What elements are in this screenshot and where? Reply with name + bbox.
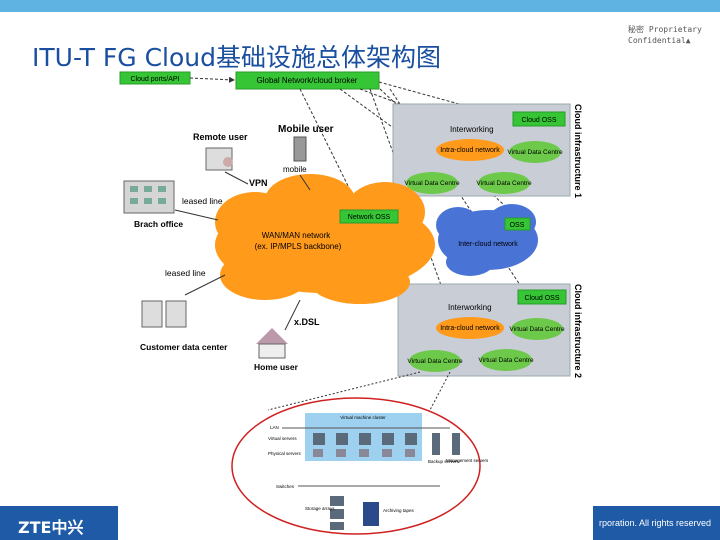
- server-rack-row: [313, 433, 460, 457]
- mobile-label: mobile: [283, 165, 307, 174]
- broker-box: [235, 71, 380, 90]
- confidential-mark: 秘密 Proprietary Confidential▲: [628, 24, 702, 46]
- infra2-intra-label: Intra-cloud network: [440, 325, 500, 332]
- infra1-interworking: Interworking: [450, 125, 494, 134]
- physical-servers-label: Physical servers: [268, 451, 302, 456]
- infra1-vdc-3-label: Virtual Data Centre: [476, 180, 532, 187]
- infra2-side-label: Cloud infrastructure 2: [573, 284, 583, 378]
- infra1-oss-label: Cloud OSS: [521, 117, 556, 124]
- zte-logo: ZTE中兴: [18, 518, 84, 537]
- customer-to-wan-line: [184, 274, 226, 296]
- inter-cloud-label: Inter-cloud network: [458, 241, 518, 248]
- remote-user-icon: [205, 147, 233, 171]
- mobile-user-label: Mobile user: [278, 124, 334, 135]
- detail-link-2: [429, 371, 451, 411]
- wan-label-1: WAN/MAN network: [262, 231, 332, 240]
- infra2-vdc-2: [409, 350, 461, 372]
- archiving-tape-icon: [363, 502, 379, 526]
- infra1-vdc-1-label: Virtual Data Centre: [507, 149, 563, 156]
- switches-label: Switches: [276, 484, 295, 489]
- backup-servers-label: Backup servers: [428, 459, 460, 464]
- branch-office-icon: [123, 180, 175, 214]
- copyright-text: rporation. All rights reserved: [599, 518, 712, 528]
- inter-oss-box: [504, 217, 531, 231]
- confidential-line-2: Confidential▲: [628, 36, 691, 45]
- infra1-side-label: Cloud infrastructure 1: [573, 104, 583, 198]
- mgmt-servers-label: Management servers: [446, 458, 489, 463]
- confidential-line-1: 秘密 Proprietary: [628, 25, 702, 34]
- ports-to-broker-arrow: [189, 76, 235, 83]
- vpn-label: VPN: [249, 178, 268, 188]
- home-user-label: Home user: [254, 362, 299, 372]
- network-oss-label: Network OSS: [348, 214, 391, 221]
- infra2-vdc-1-label: Virtual Data Centre: [509, 326, 565, 333]
- home-icon: [256, 328, 288, 359]
- infra2-vdc-3-label: Virtual Data Centre: [478, 357, 534, 364]
- infra1-vdc-2: [406, 172, 458, 194]
- footer-copyright-bar: rporation. All rights reserved: [593, 506, 720, 540]
- broker-link-7: [378, 81, 511, 119]
- wan-label-2: (ex. IP/MPLS backbone): [255, 242, 342, 251]
- branch-to-wan-line: [174, 209, 219, 221]
- inter-cloud-network: [436, 204, 538, 276]
- inter-oss-label: OSS: [510, 222, 525, 229]
- mobile-to-wan-line: [299, 174, 311, 191]
- page-title: ITU-T FG Cloud基础设施总体架构图: [32, 43, 441, 72]
- infra1-oss-box: [512, 111, 566, 127]
- network-oss-box: [339, 209, 399, 224]
- infra2-intra-cloud: [436, 317, 504, 339]
- infra2-vdc-2-label: Virtual Data Centre: [407, 358, 463, 365]
- infra1-vdc-3: [478, 172, 530, 194]
- infra2-oss-label: Cloud OSS: [524, 295, 559, 302]
- storage-array-icon: [330, 496, 344, 530]
- infra1-intra-label: Intra-cloud network: [440, 147, 500, 154]
- mobile-phone-icon: [293, 136, 307, 162]
- storage-arrays-label: Storage arrays: [305, 506, 335, 511]
- leased-line-2-label: leased line: [165, 268, 206, 278]
- infra2-vdc-1: [511, 318, 563, 340]
- virtual-servers-label: Virtual servers: [268, 436, 297, 441]
- cloud-ports-label: Cloud ports/API: [130, 76, 179, 83]
- xdsl-label: x.DSL: [294, 317, 320, 327]
- home-to-wan-line: [284, 299, 301, 331]
- infra2-oss-box: [517, 289, 567, 305]
- remote-user-label: Remote user: [193, 132, 248, 142]
- infra2-vdc-3: [480, 349, 532, 371]
- branch-office-label: Brach office: [134, 219, 183, 229]
- broker-label: Global Network/cloud broker: [257, 76, 358, 85]
- archiving-label: Archiving tapes: [383, 508, 415, 513]
- customer-dc-label: Customer data center: [140, 342, 228, 352]
- customer-dc-icon: [141, 300, 187, 328]
- infra1-vdc-1: [509, 141, 561, 163]
- infra1-vdc-2-label: Virtual Data Centre: [404, 180, 460, 187]
- top-accent-bar: [0, 0, 720, 12]
- infra1-intra-cloud: [436, 139, 504, 161]
- lan-label: LAN: [270, 425, 279, 430]
- footer-logo-bar: ZTE中兴: [0, 506, 118, 540]
- remote-to-vpn-line: [224, 171, 249, 185]
- vm-cluster-label: Virtual machine cluster: [340, 415, 386, 420]
- leased-line-1-label: leased line: [182, 196, 223, 206]
- infra2-interworking: Interworking: [448, 303, 492, 312]
